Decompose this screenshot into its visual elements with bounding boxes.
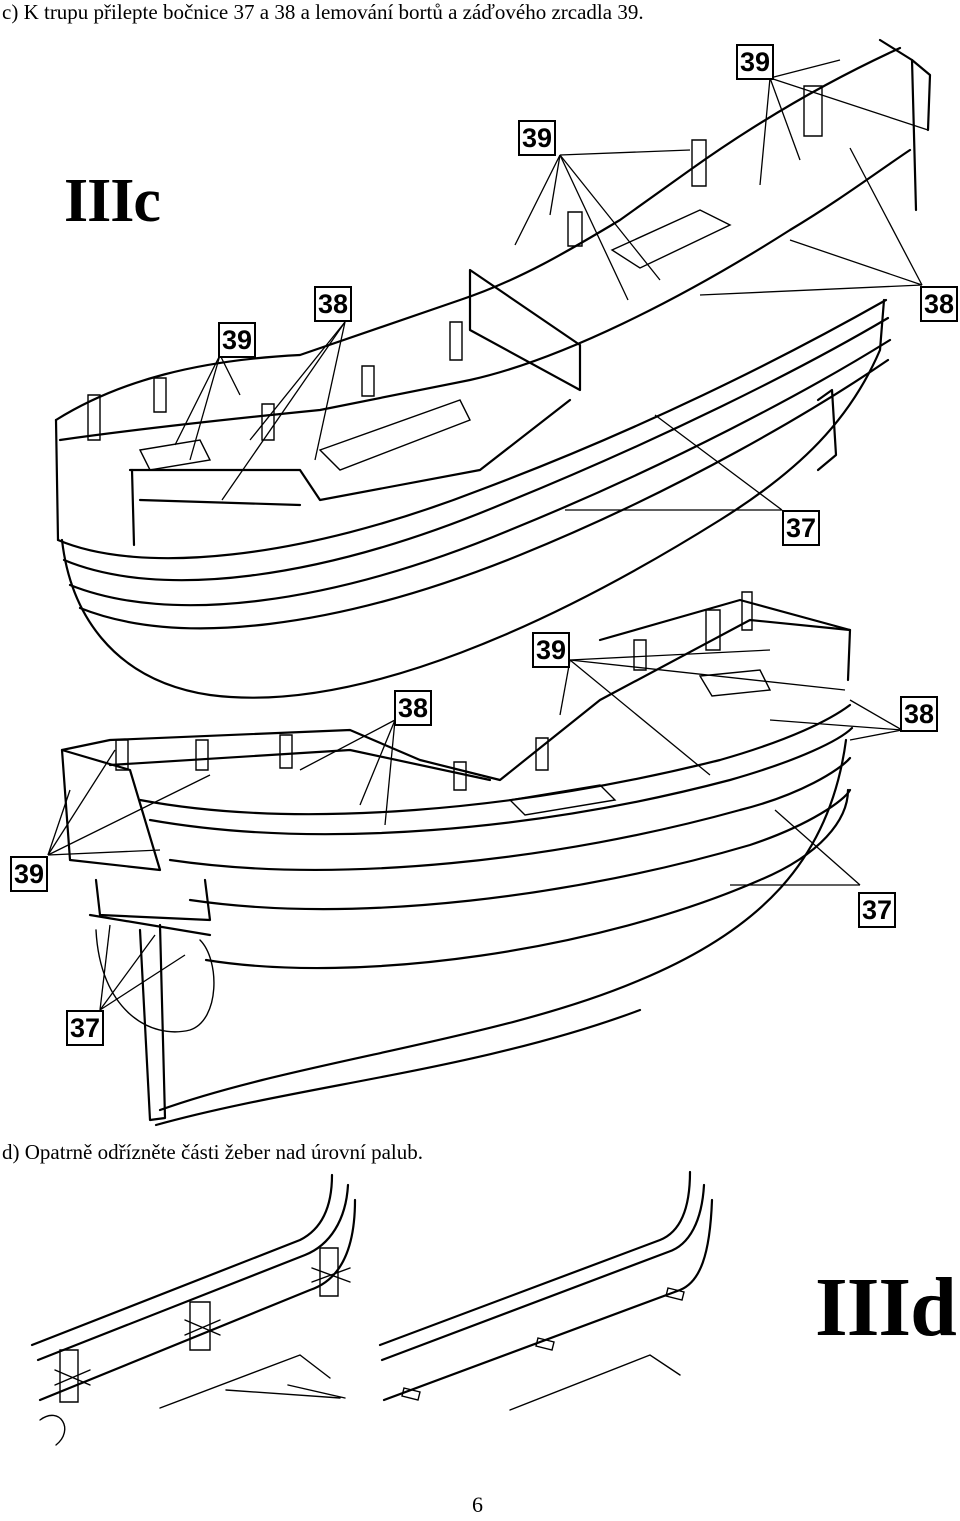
- part-label-39: 39: [218, 322, 257, 358]
- part-label-39: 39: [736, 44, 775, 80]
- page-number: 6: [472, 1492, 483, 1517]
- part-label-38: 38: [314, 286, 353, 322]
- instruction-caption-c: c) K trupu přilepte bočnice 37 a 38 a le…: [2, 0, 644, 24]
- part-label-39: 39: [518, 120, 557, 156]
- part-label-39: 39: [532, 632, 571, 668]
- part-label-37: 37: [782, 510, 821, 546]
- instruction-caption-d: d) Opatrně odřízněte části žeber nad úro…: [2, 1140, 423, 1164]
- leader-lines: [47, 59, 929, 1011]
- part-label-37: 37: [66, 1010, 105, 1046]
- part-label-38: 38: [900, 696, 939, 732]
- hull-drawing-lower: [60, 591, 854, 1127]
- part-label-38: 38: [394, 690, 433, 726]
- part-label-38: 38: [920, 286, 959, 322]
- hull-drawing-upper: [54, 38, 932, 699]
- figure-label-c: IIIc: [64, 167, 161, 235]
- part-label-37: 37: [858, 892, 897, 928]
- frame-trimming-detail: [30, 1170, 714, 1446]
- figure-label-d: IIId: [815, 1261, 957, 1354]
- part-label-39: 39: [10, 856, 49, 892]
